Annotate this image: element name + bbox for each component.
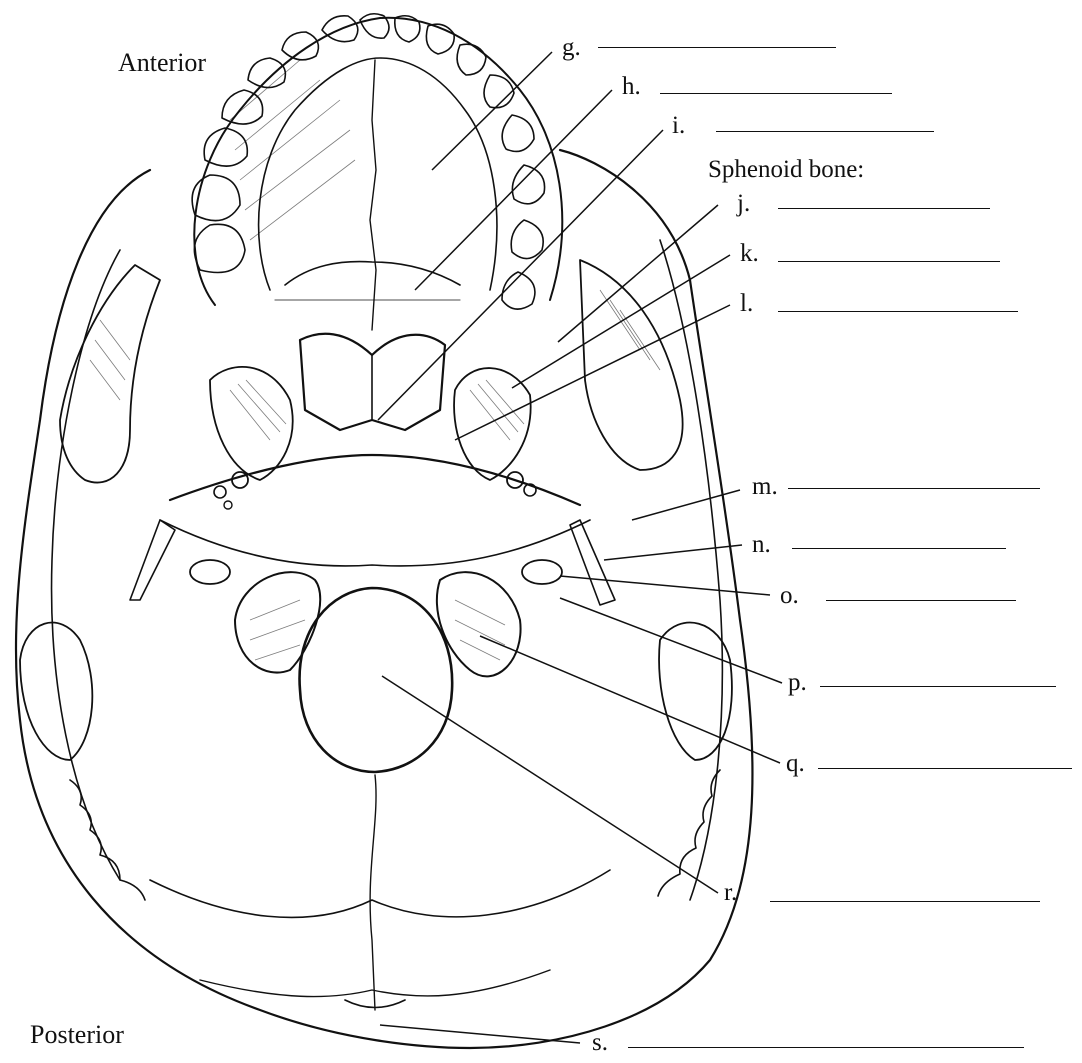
leader-p xyxy=(560,598,782,683)
carotid-canal-left xyxy=(190,560,230,584)
label-q: q. xyxy=(786,751,805,776)
label-j: j. xyxy=(737,191,750,216)
leader-q xyxy=(480,636,780,763)
label-k: k. xyxy=(740,241,759,266)
label-o: o. xyxy=(780,583,799,608)
label-m: m. xyxy=(752,474,778,499)
answer-blank-h[interactable] xyxy=(660,93,892,94)
carotid-canal-right xyxy=(522,560,562,584)
leader-o xyxy=(560,576,770,595)
answer-blank-r[interactable] xyxy=(770,901,1040,902)
answer-blank-j[interactable] xyxy=(778,208,990,209)
label-l: l. xyxy=(740,291,753,316)
label-h: h. xyxy=(622,74,641,99)
answer-blank-k[interactable] xyxy=(778,261,1000,262)
label-s: s. xyxy=(592,1030,608,1055)
answer-blank-o[interactable] xyxy=(826,600,1016,601)
answer-blank-p[interactable] xyxy=(820,686,1056,687)
leader-i xyxy=(378,130,663,420)
leader-n xyxy=(604,545,742,560)
answer-blank-n[interactable] xyxy=(792,548,1006,549)
foramen-magnum xyxy=(300,588,453,772)
answer-blank-q[interactable] xyxy=(818,768,1072,769)
posterior-label: Posterior xyxy=(30,1022,124,1048)
answer-blank-i[interactable] xyxy=(716,131,934,132)
sphenoid-bone-heading: Sphenoid bone: xyxy=(708,157,864,182)
leader-lines xyxy=(378,52,782,1043)
answer-blank-s[interactable] xyxy=(628,1047,1024,1048)
skull-outline xyxy=(16,150,753,1048)
label-n: n. xyxy=(752,532,771,557)
leader-h xyxy=(415,90,612,290)
answer-blank-g[interactable] xyxy=(598,47,836,48)
answer-blank-l[interactable] xyxy=(778,311,1018,312)
anterior-label: Anterior xyxy=(118,50,206,76)
leader-l xyxy=(455,305,730,440)
label-g: g. xyxy=(562,35,581,60)
leader-s xyxy=(380,1025,580,1043)
mastoid-left xyxy=(20,623,92,760)
occipital-condyle-left xyxy=(235,572,320,672)
answer-blank-m[interactable] xyxy=(788,488,1040,489)
leader-j xyxy=(558,205,718,342)
label-p: p. xyxy=(788,670,807,695)
label-r: r. xyxy=(724,880,737,905)
leader-r xyxy=(382,676,718,893)
mastoid-right xyxy=(659,623,732,760)
label-i: i. xyxy=(672,113,685,138)
